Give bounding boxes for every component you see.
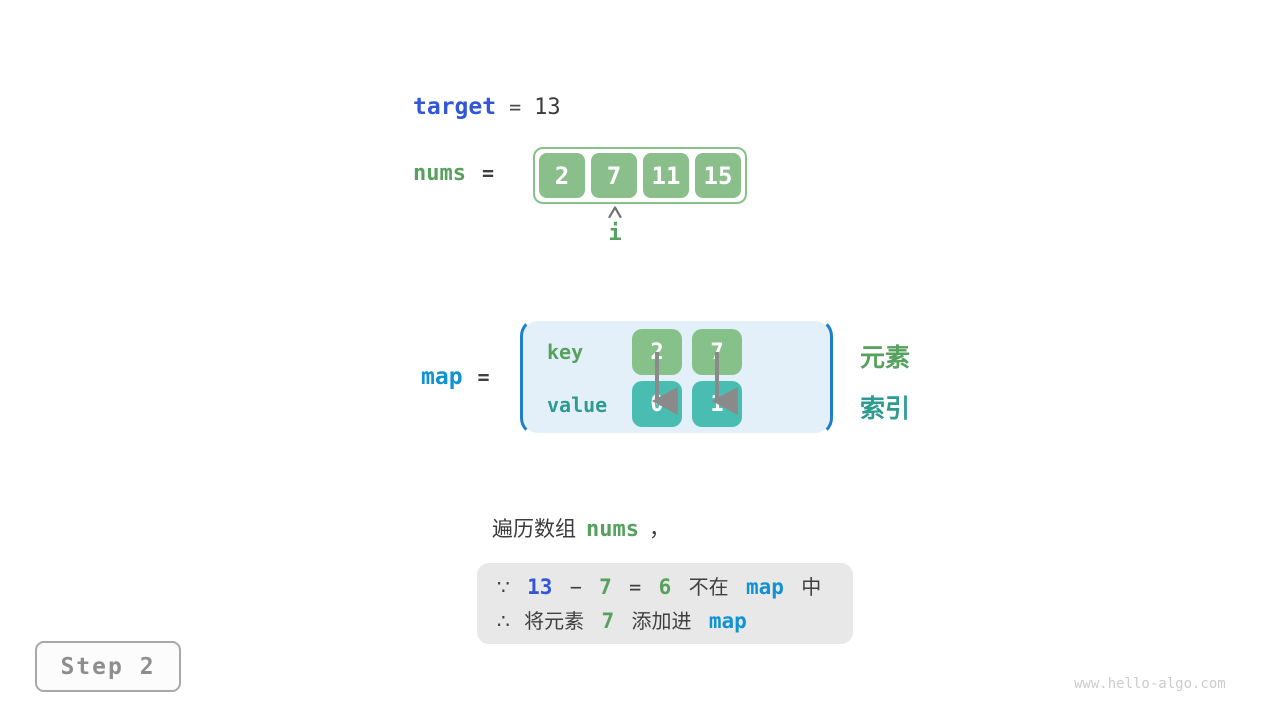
map-key-cell-1: 7 xyxy=(692,329,742,375)
deduction-line-2: ∴ 将元素 7 添加进 map xyxy=(493,604,853,638)
nums-variable: nums xyxy=(413,161,466,186)
nums-cell-0: 2 xyxy=(539,153,585,198)
nums-cell-1: 7 xyxy=(591,153,637,198)
nums-assignment: nums = xyxy=(413,161,494,186)
nums-cell-2: 11 xyxy=(643,153,689,198)
map-variable: map xyxy=(421,364,463,390)
therefore-symbol: ∴ xyxy=(497,609,510,633)
subtrahend: 7 xyxy=(599,575,612,599)
map-code: map xyxy=(745,575,784,599)
nums-cell-3: 15 xyxy=(695,153,741,198)
deduction-line-1: ∵ 13 − 7 = 6 不在 map 中 xyxy=(493,570,853,604)
nums-array: 2 7 11 15 xyxy=(533,147,747,204)
sentence-prefix: 遍历数组 xyxy=(492,517,576,541)
sentence-nums-code: nums xyxy=(586,517,639,542)
map-code: map xyxy=(708,609,747,633)
action-suffix-text: 添加进 xyxy=(631,609,692,633)
deduction-box: ∵ 13 − 7 = 6 不在 map 中 ∴ 将元素 7 添加进 map xyxy=(477,563,853,644)
key-row-label: key xyxy=(547,340,584,364)
minuend: 13 xyxy=(527,575,553,599)
equals-sign: = xyxy=(477,365,490,389)
iteration-sentence: 遍历数组 nums ， xyxy=(492,513,670,543)
not-in-text: 不在 xyxy=(688,575,729,599)
map-key-cell-0: 2 xyxy=(632,329,682,375)
map-value-cell-1: 1 xyxy=(692,381,742,427)
because-symbol: ∵ xyxy=(497,575,510,599)
minus-sign: − xyxy=(569,575,582,599)
equals-sign: = xyxy=(509,95,522,119)
watermark: www.hello-algo.com xyxy=(1074,676,1226,692)
map-container: key value 2 7 0 1 xyxy=(520,318,833,436)
target-assignment: target = 13 xyxy=(413,94,561,120)
legend-element-label: 元素 xyxy=(860,343,911,372)
step-badge: Step 2 xyxy=(35,641,181,692)
target-value: 13 xyxy=(534,95,561,120)
difference: 6 xyxy=(658,575,672,599)
element-value: 7 xyxy=(601,609,615,633)
index-pointer: i xyxy=(605,206,625,246)
action-prefix-text: 将元素 xyxy=(524,609,585,633)
value-row-label: value xyxy=(547,393,608,417)
map-assignment: map = xyxy=(421,364,490,390)
map-value-cell-0: 0 xyxy=(632,381,682,427)
target-variable: target xyxy=(413,94,497,120)
sentence-suffix: ， xyxy=(648,517,670,541)
equals-sign: = xyxy=(629,575,642,599)
pointer-label: i xyxy=(608,221,622,246)
equals-sign: = xyxy=(481,161,495,185)
chevron-up-icon xyxy=(608,206,622,218)
in-suffix-text: 中 xyxy=(801,575,822,599)
legend-index-label: 索引 xyxy=(860,394,911,423)
